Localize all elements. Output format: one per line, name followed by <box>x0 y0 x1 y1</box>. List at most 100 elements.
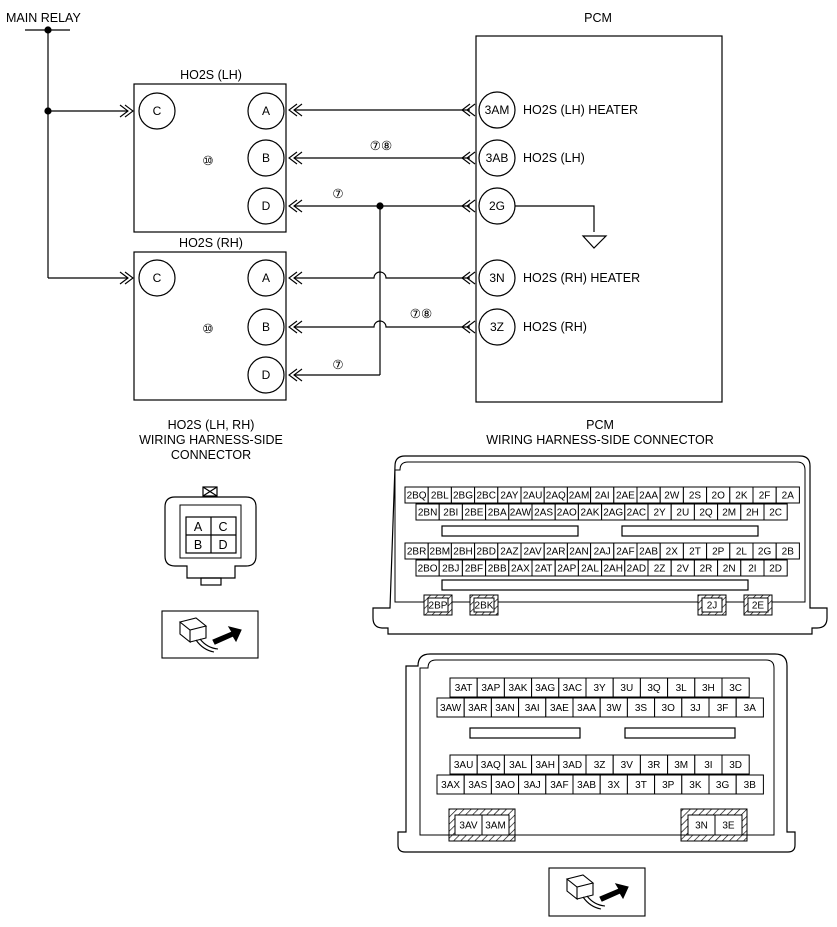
sensor-lh-box <box>133 83 287 233</box>
pcm2-cell-2g: 2G <box>758 547 772 558</box>
sensor-rh-mark: ⑩ <box>202 322 213 336</box>
pcm2-cell-2bg: 2BG <box>453 491 473 502</box>
sensor-rh-pin-a: A <box>262 271 270 285</box>
pcm3-cell-3e: 3E <box>722 821 735 832</box>
pcm2-cell-2ah: 2AH <box>603 564 622 575</box>
pcm3-cell-3ar: 3AR <box>468 703 487 714</box>
pcm3-cell-3e-box <box>714 814 743 836</box>
pcm3-cell-3v: 3V <box>621 760 634 771</box>
pcm2-cell-2bh: 2BH <box>453 547 472 558</box>
pcm3-cell-3au: 3AU <box>454 760 473 771</box>
pcm3-cell-3q: 3Q <box>647 683 661 694</box>
pcm2-cell-2bb: 2BB <box>488 564 507 575</box>
pcm2-cell-2e: 2E <box>752 601 765 612</box>
pcm2-cell-2d-box <box>763 559 788 577</box>
schematic <box>25 26 723 403</box>
pcm-pin-label-3z: HO2S (RH) <box>523 320 587 334</box>
pcm-pin-3am: 3AM <box>485 103 510 117</box>
pcm3-cell-3as: 3AS <box>468 780 487 791</box>
pcm3-cell-3ae: 3AE <box>550 703 569 714</box>
pcm2-cell-2x: 2X <box>666 547 679 558</box>
pcm3-cell-3ao: 3AO <box>495 780 515 791</box>
pcm2-cell-2av: 2AV <box>524 547 542 558</box>
connector-arrows <box>119 103 476 382</box>
pcm-pin-label-3ab: HO2S (LH) <box>523 151 585 165</box>
pcm2-cell-2j-inner <box>701 597 723 613</box>
pcm2-cell-2an: 2AN <box>569 547 588 558</box>
ho2s-lh-title: HO2S (LH) <box>180 68 242 82</box>
pcm3-cell-3d: 3D <box>729 760 742 771</box>
pcm3-cell-3d-box <box>721 754 750 775</box>
pcm3-cell-3at: 3AT <box>455 683 473 694</box>
pcm2-cell-2bp: 2BP <box>429 601 448 612</box>
wire-mark-rh-d: ⑦ <box>332 358 343 372</box>
pcm2-cell-2q: 2Q <box>699 508 713 519</box>
pcm2-cell-2af: 2AF <box>616 547 634 558</box>
ho2s-conn-cell-a: A <box>194 520 203 534</box>
sensor-rh-pin-d: D <box>262 368 271 382</box>
pcm2-cell-2bf: 2BF <box>465 564 483 575</box>
pcm3-cell-3a: 3A <box>744 703 757 714</box>
pcm2-cell-2au: 2AU <box>523 491 542 502</box>
pcm2-cell-2f: 2F <box>759 491 771 502</box>
pcm-pin-3ab: 3AB <box>486 151 509 165</box>
pcm3-cell-3j: 3J <box>690 703 701 714</box>
sensor-lh-pin-a: A <box>262 104 270 118</box>
pcm-title: PCM <box>584 11 612 25</box>
pcm2-cell-2be: 2BE <box>465 508 484 519</box>
pcm3-cell-3f: 3F <box>717 703 729 714</box>
pcm2-cell-2bp-inner <box>427 597 449 613</box>
ho2s-connector-title-2: WIRING HARNESS-SIDE <box>139 433 283 447</box>
pcm2-cell-2ac: 2AC <box>627 508 646 519</box>
pcm2-cell-2bq: 2BQ <box>407 491 427 502</box>
pcm3-cell-3ac: 3AC <box>563 683 582 694</box>
pcm3-cell-3h: 3H <box>702 683 715 694</box>
pcm2-cell-2w: 2W <box>664 491 680 502</box>
pcm-pin-label-3n: HO2S (RH) HEATER <box>523 271 640 285</box>
pcm-pin-2g: 2G <box>489 199 505 213</box>
pcm2-cell-2y: 2Y <box>653 508 666 519</box>
pcm-connector-title-1: PCM <box>586 418 614 432</box>
pcm3-cell-3t: 3T <box>635 780 647 791</box>
pcm3-cell-3p: 3P <box>662 780 675 791</box>
pcm3-cell-3b-box <box>735 774 764 795</box>
view-direction-icon <box>161 610 259 659</box>
sensor-lh-pin-d: D <box>262 199 271 213</box>
pcm3-cell-3ad: 3AD <box>563 760 582 771</box>
pcm2-cell-2ad: 2AD <box>627 564 646 575</box>
pcm3-cell-3l: 3L <box>676 683 688 694</box>
pcm2-cell-2a: 2A <box>782 491 795 502</box>
pcm2-cell-2aj: 2AJ <box>594 547 611 558</box>
wire-mark-rh-b: ⑦⑧ <box>410 307 432 321</box>
pcm2-cell-2k: 2K <box>735 491 748 502</box>
main-relay-label: MAIN RELAY <box>6 11 81 25</box>
pcm2-cell-2bd: 2BD <box>476 547 495 558</box>
pcm2-cell-2al: 2AL <box>581 564 599 575</box>
pcm3-cell-3av: 3AV <box>459 821 477 832</box>
pcm2-cell-2j: 2J <box>707 601 718 612</box>
ho2s-connector-title-3: CONNECTOR <box>171 448 251 462</box>
pcm2-cell-2ab: 2AB <box>639 547 658 558</box>
pcm2-cell-2h: 2H <box>746 508 759 519</box>
pcm2-cell-2bj: 2BJ <box>442 564 459 575</box>
pcm2-cell-2ay: 2AY <box>500 491 518 502</box>
pcm2-cell-2r: 2R <box>700 564 713 575</box>
pcm3-cell-3al: 3AL <box>509 760 527 771</box>
pcm2-cell-2b-box <box>775 542 800 560</box>
ho2s-connector <box>164 486 257 586</box>
pcm2-cell-2as: 2AS <box>534 508 553 519</box>
pcm3-cell-3w: 3W <box>606 703 622 714</box>
pcm2-cell-2ag: 2AG <box>603 508 623 519</box>
pcm2-cell-2ai: 2AI <box>595 491 610 502</box>
pcm3-cell-3ai: 3AI <box>525 703 540 714</box>
pcm2-cell-2v: 2V <box>677 564 690 575</box>
pcm-connector-3-shell <box>397 653 796 853</box>
sensor-lh-mark: ⑩ <box>202 154 213 168</box>
pcm3-cell-3n: 3N <box>695 821 708 832</box>
pcm2-cell-2ae: 2AE <box>616 491 635 502</box>
ho2s-connector-title-1: HO2S (LH, RH) <box>168 418 255 432</box>
pcm3-cell-3am-box <box>481 814 510 836</box>
pcm2-cell-2ak: 2AK <box>581 508 600 519</box>
pcm2-cell-2bc: 2BC <box>476 491 495 502</box>
